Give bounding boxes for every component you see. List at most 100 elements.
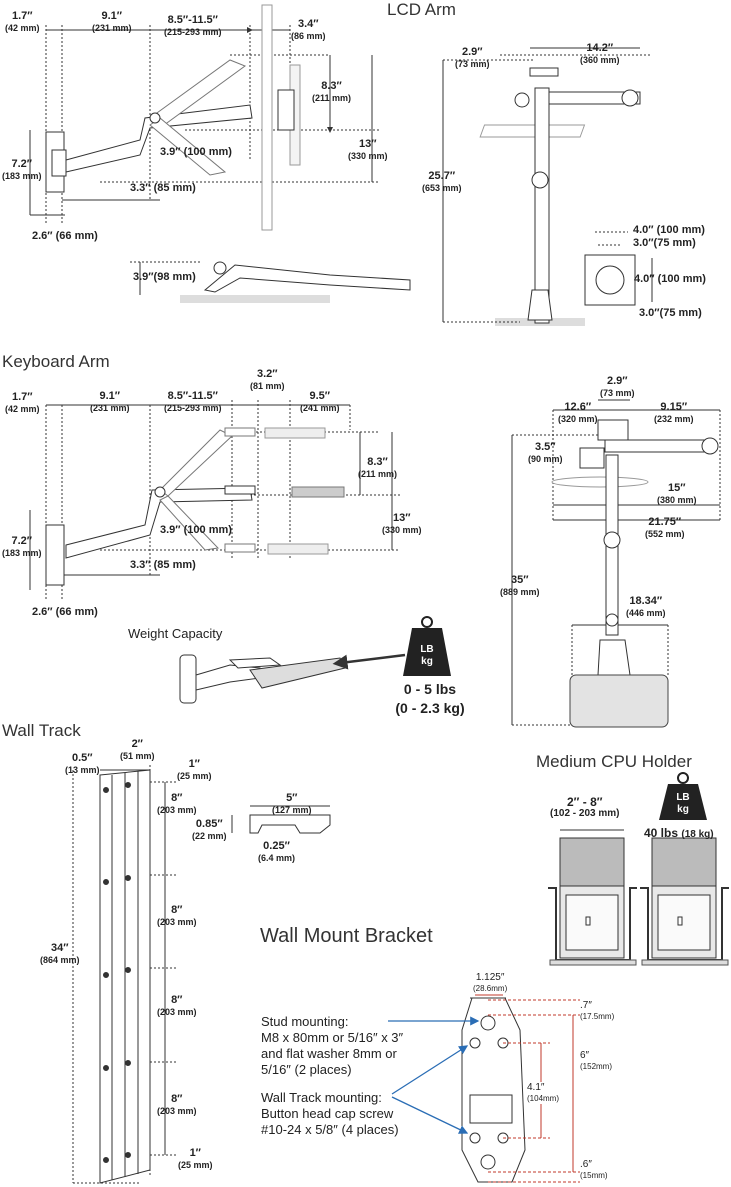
- dim-inch: 1.7″: [11, 10, 33, 22]
- kb-dim-7: 13″(330 mm): [382, 512, 422, 536]
- dim-inch: 15″: [668, 482, 686, 494]
- dim-mm: (51 mm): [120, 751, 155, 761]
- dim-mm: (28.6mm): [473, 984, 508, 993]
- dim-inch: 8″: [171, 792, 183, 804]
- lcd-dim-3: 8.5″-11.5″(215-293 mm): [164, 14, 222, 38]
- dim-inch: 9.15″: [660, 401, 688, 413]
- vesa-dim-1: 4.0″ (100 mm): [633, 224, 705, 236]
- lcd-dim-10: 2.6″ (66 mm): [32, 230, 98, 242]
- dim-inch: 8.5″-11.5″: [167, 14, 218, 26]
- lcd-side-dim-2: 14.2″(360 mm): [580, 42, 620, 66]
- lcd-dim-1: 1.7″(42 mm): [5, 10, 40, 34]
- dim-mm: (241 mm): [300, 403, 340, 413]
- dim-mm: (203 mm): [157, 1007, 197, 1017]
- dim-inch: 1″: [188, 758, 200, 770]
- weight-capacity-drawing: [179, 653, 406, 704]
- track-dim-4: 8″(203 mm): [157, 792, 197, 816]
- dim-inch: 18.34″: [629, 595, 663, 607]
- weight-icon-keyboard: [403, 616, 451, 676]
- note-line: Stud mounting:: [261, 1014, 349, 1029]
- dim-inch: 35″: [511, 574, 529, 586]
- kb-dim-4: 3.2″(81 mm): [250, 368, 285, 392]
- cpu-weight-kg: (18 kg): [681, 829, 714, 840]
- bracket-dim-3: 6″(152mm): [580, 1050, 612, 1072]
- dim-inch: 4.1″: [527, 1082, 545, 1093]
- weight-icon-cpu: [659, 772, 707, 820]
- note-line: Button head cap screw: [261, 1106, 394, 1121]
- bracket-dim-4: 4.1″(104mm): [527, 1082, 560, 1104]
- dim-mm: (653 mm): [422, 183, 462, 193]
- title-keyboard-arm: Keyboard Arm: [2, 352, 110, 371]
- stud-mounting-note: Stud mounting: M8 x 80mm or 5/16″ x 3″ a…: [261, 1014, 403, 1078]
- bracket-dim-5: .6″(15mm): [580, 1159, 608, 1181]
- lb-text: LB: [420, 644, 434, 655]
- dim-inch: 3.2″: [256, 368, 278, 380]
- dim-mm: (446 mm): [626, 608, 666, 618]
- dim-mm: (889 mm): [500, 587, 540, 597]
- dim-inch: 8″: [171, 904, 183, 916]
- dim-inch: 6″: [580, 1050, 590, 1061]
- track-dim-2: 2″(51 mm): [120, 738, 155, 762]
- dim-inch: 7.2″: [11, 158, 33, 170]
- dim-mm: (211 mm): [312, 93, 352, 103]
- dim-mm: (215-293 mm): [164, 27, 222, 37]
- dim-inch: .7″: [580, 1000, 592, 1011]
- lcd-arm-drawing: [29, 4, 411, 303]
- lcd-dim-7: 7.2″(183 mm): [2, 158, 42, 182]
- vesa-dim-3: 4.0″ (100 mm): [634, 273, 706, 285]
- dim-inch: 25.7″: [428, 170, 456, 182]
- title-weight-capacity: Weight Capacity: [128, 626, 223, 641]
- dim-mm: (360 mm): [580, 55, 620, 65]
- lcd-dim-5: 8.3″(211 mm): [312, 80, 351, 104]
- dim-mm: (42 mm): [5, 404, 40, 414]
- track-dim-8: 1″(25 mm): [178, 1147, 213, 1171]
- dim-inch: 2.9″: [606, 375, 628, 387]
- dim-mm: (13 mm): [65, 765, 100, 775]
- bracket-dim-2: .7″(17.5mm): [580, 1000, 614, 1022]
- lcd-side-dim-3: 25.7″(653 mm): [422, 170, 462, 194]
- dim-mm: (22 mm): [192, 831, 227, 841]
- dim-mm: (42 mm): [5, 23, 40, 33]
- lcd-arm-side-drawing: [442, 47, 653, 326]
- dim-mm: (15mm): [580, 1171, 608, 1180]
- kb-dim-5: 9.5″(241 mm): [300, 390, 340, 414]
- kb-dim-6: 8.3″(211 mm): [358, 456, 397, 480]
- dim-inch: 14.2″: [586, 42, 614, 54]
- dim-inch: 8.3″: [321, 80, 342, 92]
- dim-mm: (25 mm): [177, 771, 212, 781]
- dim-mm: (330 mm): [382, 525, 422, 535]
- kb-dim-3: 8.5″-11.5″(215-293 mm): [164, 390, 222, 414]
- dim-inch: 12.6″: [564, 401, 592, 413]
- dim-inch: 13″: [393, 512, 411, 524]
- dim-mm: (86 mm): [291, 31, 326, 41]
- dim-mm: (102 - 203 mm): [550, 808, 620, 819]
- title-wall-track: Wall Track: [2, 721, 81, 740]
- dim-mm: (552 mm): [645, 529, 685, 539]
- dim-inch: 34″: [51, 942, 69, 954]
- dim-inch: 3.5″: [534, 441, 556, 453]
- vesa-dim-2: 3.0″(75 mm): [633, 237, 696, 249]
- profile-dim-height: 0.85″(22 mm): [192, 818, 227, 842]
- dim-mm: (320 mm): [558, 414, 598, 424]
- kb-side-dim-4: 3.5″(90 mm): [528, 441, 563, 465]
- lcd-dim-8: 3.9″ (100 mm): [160, 146, 232, 158]
- kb-side-dim-5: 15″(380 mm): [657, 482, 697, 506]
- dim-mm: (232 mm): [654, 414, 694, 424]
- note-line: and flat washer 8mm or: [261, 1046, 397, 1061]
- kb-side-dim-7: 35″(889 mm): [500, 574, 540, 598]
- dim-inch: 9.1″: [99, 390, 121, 402]
- dim-inch: 9.1″: [101, 10, 123, 22]
- kg-text: kg: [677, 804, 689, 815]
- dim-mm: (25 mm): [178, 1160, 213, 1170]
- wall-track-drawing: [72, 765, 331, 1184]
- cpu-width-dim: 2″ - 8″(102 - 203 mm): [550, 796, 619, 820]
- note-line: #10-24 x 5/8″ (4 places): [261, 1122, 399, 1137]
- dim-mm: (203 mm): [157, 1106, 197, 1116]
- vesa-dim-4: 3.0″(75 mm): [639, 307, 702, 319]
- track-dim-1: 0.5″(13 mm): [65, 752, 100, 776]
- dim-inch: 7.2″: [11, 535, 33, 547]
- track-dim-5: 8″(203 mm): [157, 904, 197, 928]
- dim-mm: (380 mm): [657, 495, 697, 505]
